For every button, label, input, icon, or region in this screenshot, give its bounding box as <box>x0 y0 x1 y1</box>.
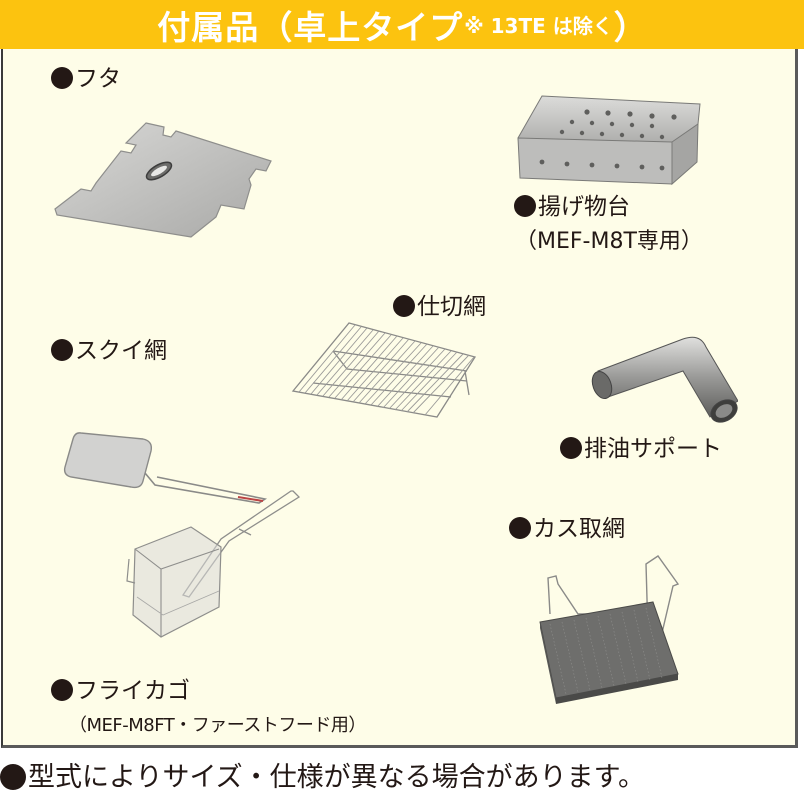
bullet-icon <box>560 437 582 459</box>
bullet-icon <box>0 764 26 790</box>
item-label-lid: フタ <box>51 65 121 93</box>
item-label-divider-net: 仕切網 <box>393 293 486 321</box>
fry-basket-icon <box>126 490 301 638</box>
title-close-paren: ） <box>613 7 647 47</box>
item-label-draining-rack: 揚げ物台 <box>514 193 630 221</box>
bullet-icon <box>509 517 531 539</box>
skimmer-icon <box>63 432 268 504</box>
title-note: ※ 13TE は除く <box>464 14 613 38</box>
item-label-fry-basket: フライカゴ <box>51 677 190 705</box>
lid-icon <box>54 122 272 238</box>
draining-rack-icon <box>517 95 701 186</box>
item-label-oil-drain-support: 排油サポート <box>560 435 722 463</box>
crumb-net-icon <box>539 555 680 704</box>
bullet-icon <box>51 339 73 361</box>
page-title: 付属品（卓上タイプ <box>157 7 464 47</box>
bullet-icon <box>514 195 536 217</box>
footer-note: 型式によりサイズ・仕様が異なる場合があります。 <box>0 755 645 794</box>
item-sub-draining-rack: （MEF-M8T専用） <box>515 229 703 254</box>
title-bar: 付属品（卓上タイプ ※ 13TE は除く ） <box>0 0 804 49</box>
elbow-pipe-icon <box>591 336 738 423</box>
divider-net-icon <box>291 322 477 418</box>
bullet-icon <box>51 67 73 89</box>
accessories-panel: フタ 揚げ物台 （MEF-M8T専用） 仕切網 <box>1 49 798 748</box>
bullet-icon <box>51 679 73 701</box>
item-label-crumb-net: カス取網 <box>509 515 625 543</box>
item-label-skimmer: スクイ網 <box>51 337 167 365</box>
bullet-icon <box>393 295 415 317</box>
item-sub-fry-basket: （MEF-M8FT・ファーストフード用） <box>69 715 366 736</box>
